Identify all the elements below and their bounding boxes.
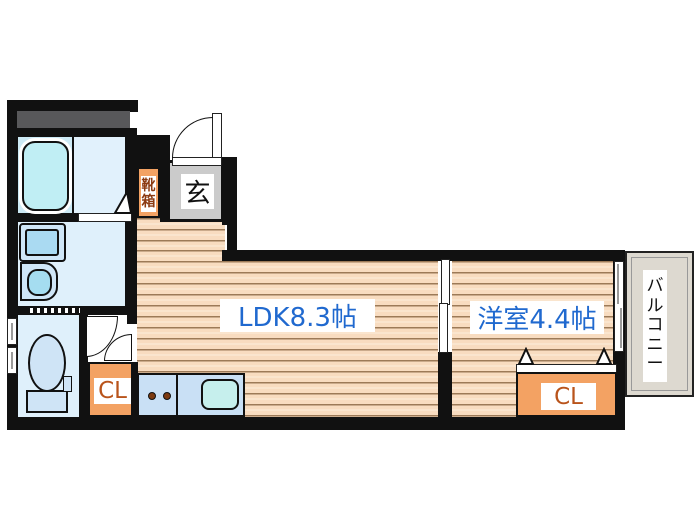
- window-balcony: [614, 261, 624, 352]
- wall-closet-hall-right: [133, 362, 138, 417]
- closet-door-triangle: [517, 347, 535, 365]
- washbasin-cabinet: [20, 262, 58, 301]
- entrance-door-arc: [172, 117, 213, 158]
- wall-bath-right: [125, 135, 137, 315]
- balcony-label-box: バルコニー: [643, 270, 667, 382]
- window-toilet-lower: [7, 347, 17, 374]
- window-toilet-upper: [7, 318, 17, 345]
- bedroom-label-box: 洋室4.4帖: [470, 301, 604, 335]
- shoe-box: 靴箱: [137, 167, 160, 218]
- entrance-label-box: 玄: [181, 174, 214, 209]
- closet-bedroom-label: CL: [554, 383, 583, 410]
- balcony: バルコニー: [625, 251, 694, 397]
- bathroom-floor-right: [72, 137, 125, 213]
- ldk-label-box: LDK8.3帖: [220, 299, 375, 333]
- wall-entrance-right: [222, 157, 237, 225]
- sliding-door-marker: [30, 308, 80, 313]
- window-sash: [11, 323, 13, 340]
- closet-door-triangle: [595, 347, 613, 365]
- ldk-label: LDK8.3帖: [238, 303, 357, 333]
- window-sash: [617, 264, 619, 304]
- toilet-bowl: [28, 334, 66, 392]
- entrance-door-threshold: [172, 157, 222, 166]
- wall-toilet-right: [79, 315, 88, 417]
- washing-machine: [25, 229, 59, 256]
- closet-bedroom: CL: [516, 372, 617, 417]
- washbasin-bowl: [27, 269, 52, 296]
- burner-dot: [163, 392, 171, 400]
- wall-left: [7, 100, 18, 430]
- closet-bedroom-label-box: CL: [541, 383, 596, 410]
- closet-hall: CL: [88, 362, 133, 417]
- balcony-inner-line: [631, 257, 688, 391]
- shoe-box-label-box: 靴箱: [141, 176, 156, 212]
- bedroom-label: 洋室4.4帖: [477, 305, 597, 335]
- washing-machine-pan: [19, 223, 66, 262]
- entrance-door-leaf: [212, 113, 222, 158]
- partition-sliding-panel-upper: [441, 259, 450, 305]
- bathtub: [22, 141, 69, 211]
- wall-bath-wash-divider: [17, 213, 80, 222]
- closet-hall-label-box: CL: [94, 378, 131, 404]
- kitchen-counter: [137, 373, 245, 417]
- wall-partition-lower: [438, 352, 452, 417]
- wall-hall-stub: [127, 306, 137, 324]
- toilet-tank: [26, 390, 68, 413]
- bath-door-triangle: [113, 190, 133, 214]
- closet-hall-label: CL: [98, 378, 127, 404]
- kitchen-sink: [201, 379, 239, 410]
- shoe-box-label: 靴箱: [141, 177, 156, 210]
- wall-top-left: [7, 100, 138, 112]
- window-sash: [11, 352, 13, 369]
- wall-entrance-left: [160, 157, 170, 222]
- bath-doorway-threshold: [78, 213, 132, 222]
- balcony-label: バルコニー: [646, 276, 664, 375]
- wall-bottom: [7, 417, 625, 430]
- entrance-label: 玄: [184, 179, 211, 209]
- kitchen-divider: [176, 375, 178, 415]
- wall-ldk-top: [222, 250, 625, 261]
- partition-sliding-panel-lower: [439, 303, 448, 353]
- wall-entrance-right-lower: [227, 222, 237, 254]
- window-sash: [620, 308, 622, 348]
- wall-under-band: [17, 128, 137, 137]
- storage-dark-band: [17, 111, 130, 129]
- burner-dot: [148, 392, 156, 400]
- toilet-handle: [63, 376, 72, 392]
